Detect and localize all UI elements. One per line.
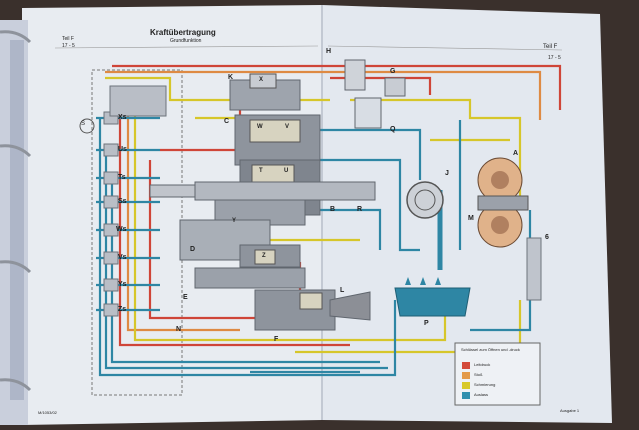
page-number-left: 17 - 5	[62, 43, 75, 49]
section-label-right: Teil F	[543, 44, 558, 50]
label-xs: Xs	[118, 114, 127, 121]
label-p: P	[424, 320, 429, 327]
legend-swatch-4	[462, 392, 470, 399]
label-s: S	[81, 121, 86, 127]
label-us: Us	[118, 146, 127, 153]
label-z: Z	[262, 253, 266, 259]
legend-swatch-3	[462, 382, 470, 389]
valve-blocks	[103, 85, 167, 317]
label-n: N	[176, 326, 182, 333]
legend-title: Schlüssel zum Öffnen und -druck	[461, 347, 520, 352]
label-v: V	[285, 124, 290, 130]
label-y: Y	[232, 218, 237, 224]
label-m: M	[468, 215, 474, 222]
page-title: Kraftübertragung	[150, 28, 216, 37]
label-6: 6	[545, 234, 549, 241]
label-t: T	[259, 168, 263, 174]
legend-swatch-2	[462, 372, 470, 379]
oil-cooler	[526, 237, 542, 301]
legend-swatch-1	[462, 362, 470, 369]
page-number-right: 17 - 5	[548, 55, 561, 61]
legend-box	[454, 342, 541, 406]
label-b: B	[330, 206, 336, 213]
label-ts: Ts	[118, 174, 126, 181]
label-x: X	[259, 77, 264, 83]
pump-j	[406, 181, 444, 219]
label-a: A	[513, 150, 519, 157]
label-q: Q	[390, 126, 396, 133]
legend-label-1: Leitdruck	[474, 362, 491, 367]
label-vs: Vs	[118, 254, 127, 261]
label-ws: Ws	[116, 226, 127, 233]
label-ys: Ys	[118, 281, 127, 288]
label-c: C	[224, 118, 230, 125]
oil-pan	[394, 277, 471, 317]
label-k: K	[228, 74, 234, 81]
binder-rings	[0, 30, 32, 392]
label-f: F	[274, 336, 279, 343]
label-g: G	[390, 68, 396, 75]
document-code: M/1053/02	[38, 410, 57, 415]
label-zs: Zs	[118, 306, 127, 313]
legend-label-4: Auslass	[474, 392, 489, 397]
legend-label-3: Schmierung	[474, 382, 496, 387]
label-ss: Ss	[118, 198, 127, 205]
label-j: J	[445, 170, 449, 177]
label-h: H	[326, 48, 332, 55]
clutch-assembly	[149, 59, 406, 331]
torque-converter	[477, 157, 529, 248]
section-label-left: Teil F	[62, 36, 74, 42]
label-u: U	[284, 168, 289, 174]
label-w: W	[257, 124, 263, 130]
label-r: R	[357, 206, 363, 213]
page-subtitle: Grundfunktion	[170, 38, 202, 44]
label-e: E	[183, 294, 188, 301]
label-l: L	[340, 287, 345, 294]
label-d: D	[190, 246, 196, 253]
legend-label-2: Stoß	[474, 372, 483, 377]
edition-label: Ausgabe 1	[560, 408, 580, 413]
sensor-s-symbol	[79, 118, 95, 134]
